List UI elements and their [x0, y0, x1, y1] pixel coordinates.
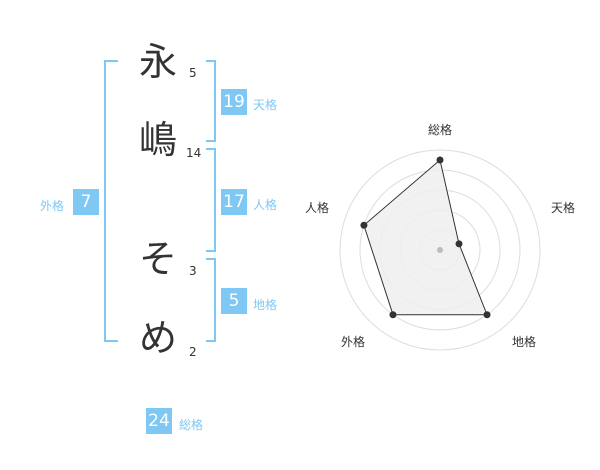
- radar-point-chikaku: [483, 311, 491, 319]
- radar-point-jinkaku: [360, 221, 368, 229]
- radar-grid-ring: [339, 149, 541, 351]
- name-char-3: そ: [138, 237, 177, 281]
- radar-point-tenkaku: [455, 240, 463, 248]
- soukaku-value: 24: [146, 408, 172, 434]
- gaikaku-label: 外格: [40, 199, 65, 213]
- jinkaku-value: 17: [221, 189, 247, 215]
- radar-points: [360, 156, 491, 319]
- radar-point-soukaku: [436, 156, 444, 164]
- jinkaku-bracket: [206, 148, 216, 252]
- stroke-count-4: 2: [189, 345, 197, 359]
- stroke-count-2: 14: [186, 146, 202, 160]
- tenkaku-value: 19: [221, 89, 247, 115]
- gaikaku-value: 7: [73, 189, 99, 215]
- name-char-1: 永: [138, 40, 177, 84]
- chikaku-value: 5: [221, 288, 247, 314]
- radar-label-jinkaku: 人格: [305, 200, 329, 215]
- stroke-count-1: 5: [189, 66, 197, 80]
- radar-label-soukaku: 総格: [428, 122, 452, 137]
- name-char-2: 嶋: [138, 118, 177, 162]
- tenkaku-bracket: [206, 60, 216, 142]
- chikaku-bracket: [206, 258, 216, 342]
- radar-data-area: [363, 159, 488, 316]
- radar-label-tenkaku: 天格: [551, 200, 575, 215]
- gaikaku-bracket: [104, 60, 118, 342]
- radar-label-chikaku: 地格: [512, 334, 536, 349]
- radar-label-gaikaku: 外格: [341, 334, 365, 349]
- radar-center-dot: [437, 247, 443, 253]
- name-char-4: め: [138, 316, 177, 360]
- tenkaku-label: 天格: [253, 98, 278, 112]
- soukaku-label: 総格: [179, 418, 204, 432]
- stroke-count-3: 3: [189, 264, 197, 278]
- chikaku-label: 地格: [253, 298, 278, 312]
- radar-point-gaikaku: [389, 311, 397, 319]
- jinkaku-label: 人格: [253, 198, 278, 212]
